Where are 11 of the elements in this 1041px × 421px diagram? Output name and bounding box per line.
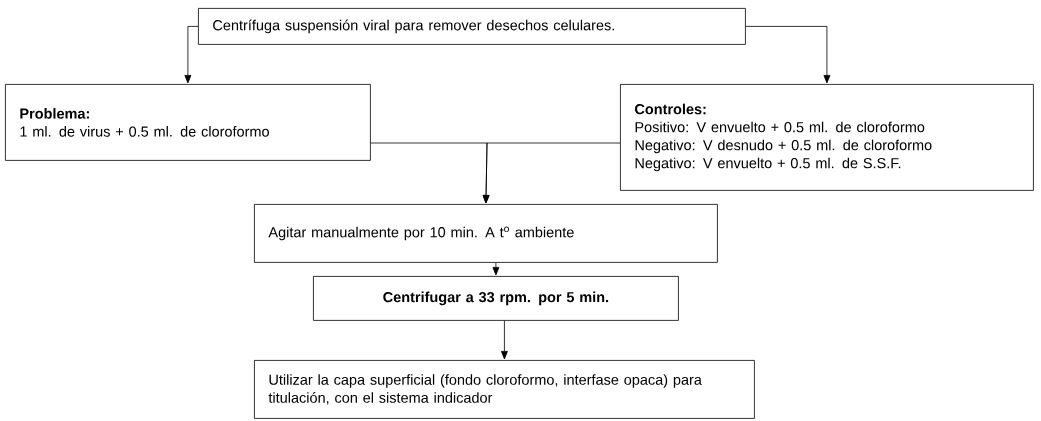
process-box: Centrifugar a 33 rpm. por 5 min. bbox=[313, 276, 679, 321]
process-box: Utilizar la capa superficial (fondo cloroformo, interfase opaca) para titulación, con el sistema indicador bbox=[254, 360, 755, 419]
arrow bbox=[492, 262, 500, 276]
arrow bbox=[184, 26, 199, 84]
process-box: Problema: 1 ml. de virus + 0.5 ml. de cloroformo bbox=[5, 84, 371, 161]
arrow bbox=[482, 142, 621, 204]
process-box: Centrífuga suspensión viral para remover desechos celulares. bbox=[198, 8, 746, 45]
arrow bbox=[501, 320, 508, 360]
process-box: Agitar manualmente por 10 min. A t$^{o}$ ambiente bbox=[254, 204, 718, 263]
process-box: Controles: Positivo: V envuelto + 0.5 ml. de cloroformo Negativo: V desnudo + 0.5 ml. de cloroformo Negativo: V envuelto + 0.5 ml. de S.S.F. bbox=[620, 84, 1034, 191]
arrow bbox=[745, 26, 831, 84]
